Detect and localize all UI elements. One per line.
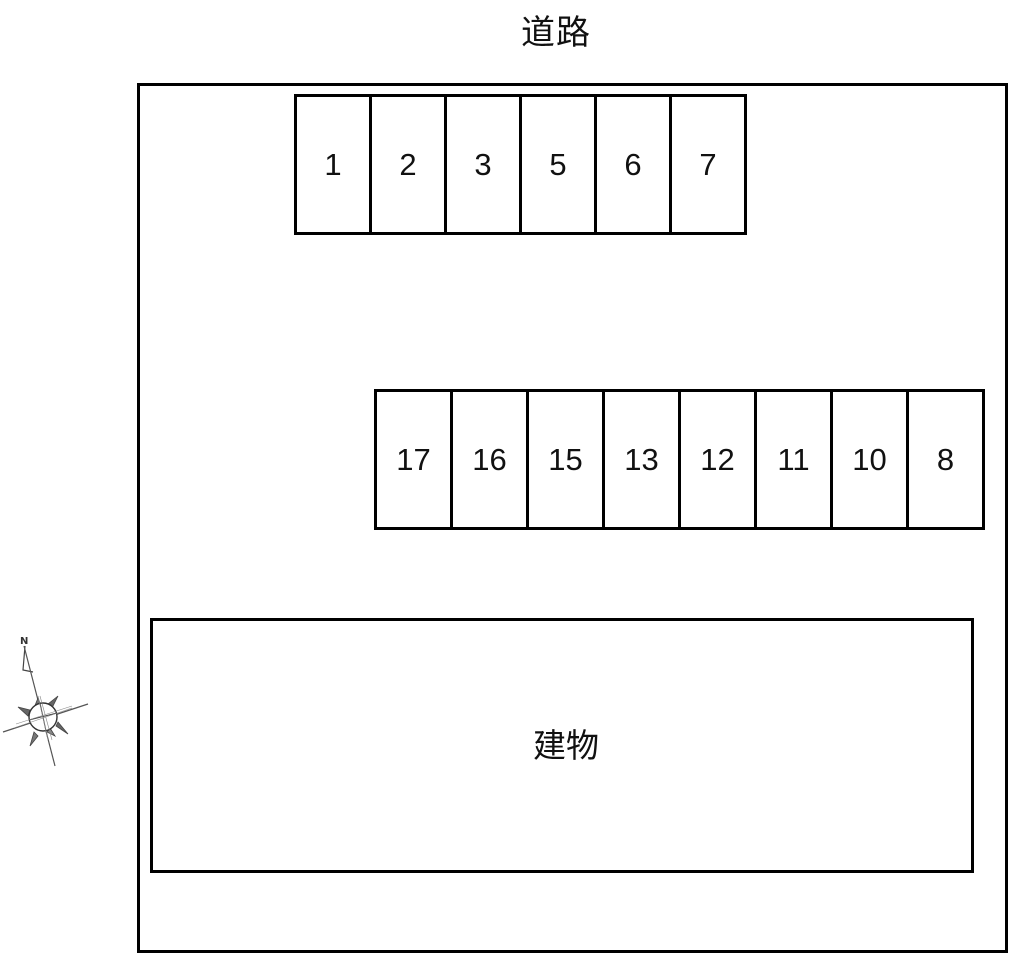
stall-number: 16 xyxy=(472,441,507,477)
parking-stall[interactable]: 5 xyxy=(519,94,597,235)
building-label: 建物 xyxy=(533,725,599,765)
compass-rose-icon: N xyxy=(2,636,89,767)
parking-stall[interactable]: 17 xyxy=(374,389,453,530)
stall-number: 5 xyxy=(549,146,567,182)
stall-number: 7 xyxy=(699,146,717,182)
stall-number: 8 xyxy=(936,441,955,477)
stall-number: 6 xyxy=(624,146,642,182)
parking-stall[interactable]: 2 xyxy=(369,94,447,235)
stall-number: 13 xyxy=(624,441,659,477)
parking-stall[interactable]: 8 xyxy=(906,389,985,530)
parking-stall[interactable]: 10 xyxy=(830,389,909,530)
parking-stall[interactable]: 6 xyxy=(594,94,672,235)
stall-number: 10 xyxy=(852,441,887,477)
parking-stall[interactable]: 16 xyxy=(450,389,529,530)
stall-number: 17 xyxy=(396,441,431,477)
parking-row-top: 1 2 3 5 6 7 xyxy=(294,94,747,235)
parking-stall[interactable]: 11 xyxy=(754,389,833,530)
stall-number: 1 xyxy=(324,146,342,182)
parking-row-middle: 17 16 15 13 12 11 10 8 xyxy=(374,389,985,530)
stall-number: 2 xyxy=(399,146,417,182)
road-label: 道路 xyxy=(521,13,591,53)
stall-number: 11 xyxy=(777,441,810,477)
parking-stall[interactable]: 15 xyxy=(526,389,605,530)
parking-stall[interactable]: 7 xyxy=(669,94,747,235)
parking-stall[interactable]: 13 xyxy=(602,389,681,530)
stall-number: 15 xyxy=(548,441,583,477)
compass-north-label: N xyxy=(20,636,28,647)
stall-number: 12 xyxy=(700,441,735,477)
stall-number: 3 xyxy=(474,146,492,182)
parking-stall[interactable]: 12 xyxy=(678,389,757,530)
parking-stall[interactable]: 1 xyxy=(294,94,372,235)
building: 建物 xyxy=(150,618,974,873)
parking-stall[interactable]: 3 xyxy=(444,94,522,235)
